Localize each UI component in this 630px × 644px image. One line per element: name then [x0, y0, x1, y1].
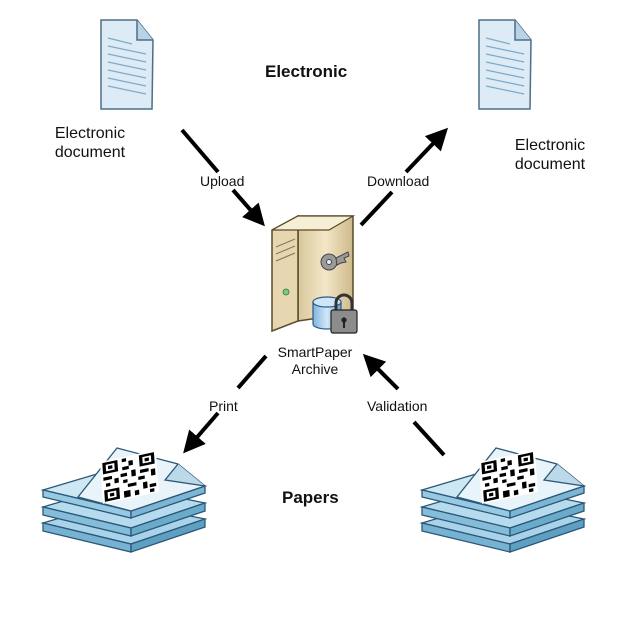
doc-left-label-line2: document [54, 144, 126, 162]
upload-label: Upload [200, 173, 245, 189]
print-label: Print [209, 398, 238, 414]
document-icon-left [100, 19, 154, 110]
server-label-line1: SmartPaper [277, 344, 353, 360]
upload-arrow-lower [231, 188, 265, 227]
document-icon-right [478, 19, 532, 110]
key-icon [320, 251, 350, 271]
print-arrow [236, 354, 268, 390]
doc-right-label-line1: Electronic [514, 137, 586, 154]
download-arrow-lower [359, 190, 394, 227]
validation-arrow [362, 353, 400, 391]
validation-arrow-lower [412, 420, 446, 457]
download-label: Download [367, 173, 430, 189]
section-title-electronic: Electronic [265, 62, 348, 81]
server-label-line2: Archive [291, 360, 339, 377]
download-arrow [404, 127, 449, 174]
lock-icon [330, 293, 358, 334]
print-arrow-lower [183, 411, 220, 454]
doc-right-label-line2: document [514, 156, 586, 174]
qr-code-icon-right [479, 450, 538, 504]
doc-left-label-line1: Electronic [54, 125, 126, 142]
section-title-papers: Papers [282, 488, 339, 507]
validation-label: Validation [367, 398, 428, 414]
server-icon [271, 214, 358, 334]
qr-code-icon-left [100, 450, 159, 504]
doc-right-label: Electronic document [495, 136, 605, 174]
upload-arrow [180, 128, 220, 174]
server-label: SmartPaper Archive [260, 344, 370, 378]
arrows [180, 127, 449, 457]
doc-left-label: Electronic document [35, 124, 145, 162]
